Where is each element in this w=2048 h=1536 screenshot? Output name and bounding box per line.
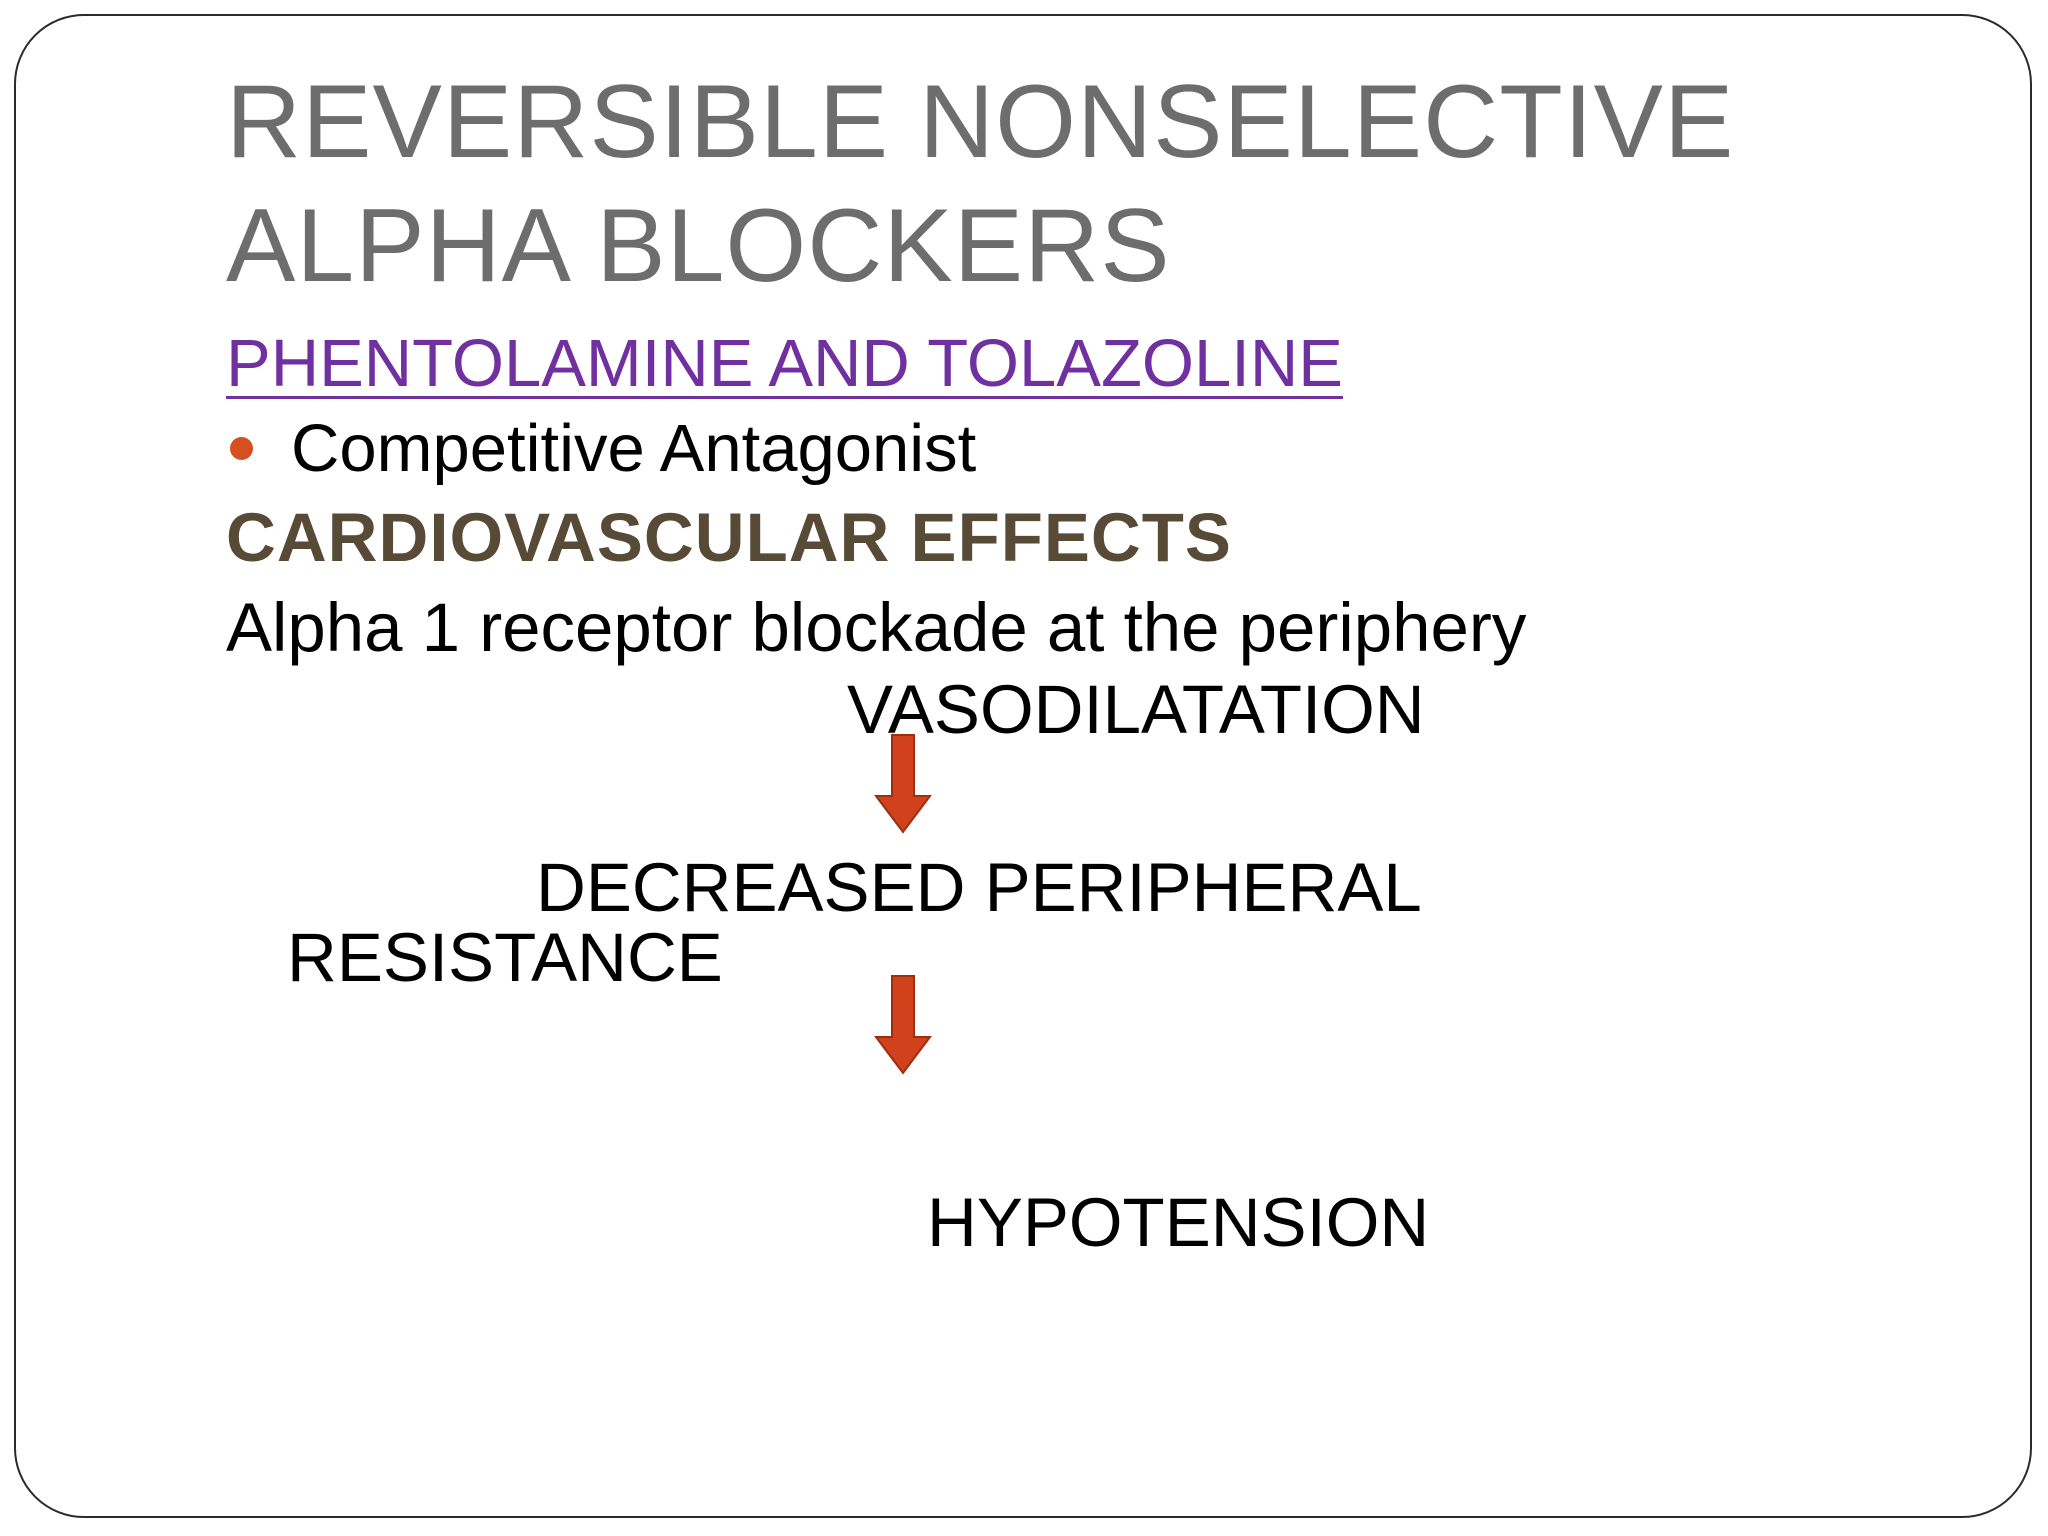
flow-step-decreased-peripheral: DECREASED PERIPHERAL [536,849,1422,926]
section-heading: CARDIOVASCULAR EFFECTS [226,499,1232,576]
slide-title: REVERSIBLE NONSELECTIVE ALPHA BLOCKERS [226,60,1734,308]
slide-title-line-2: ALPHA BLOCKERS [226,188,1171,304]
slide-frame [14,14,2032,1518]
drug-subheading: PHENTOLAMINE AND TOLAZOLINE [226,326,1343,401]
bullet-item: Competitive Antagonist [226,410,976,487]
flow-step-resistance: RESISTANCE [287,919,723,996]
bullet-text: Competitive Antagonist [291,411,977,486]
flow-step-vasodilatation: VASODILATATION [847,671,1425,748]
flow-step-hypotension: HYPOTENSION [927,1184,1430,1261]
bullet-dot-icon [230,437,253,460]
down-arrow-icon [874,734,932,834]
body-text: Alpha 1 receptor blockade at the periphe… [226,589,1527,666]
down-arrow-icon [874,975,932,1075]
slide-title-line-1: REVERSIBLE NONSELECTIVE [226,64,1735,180]
